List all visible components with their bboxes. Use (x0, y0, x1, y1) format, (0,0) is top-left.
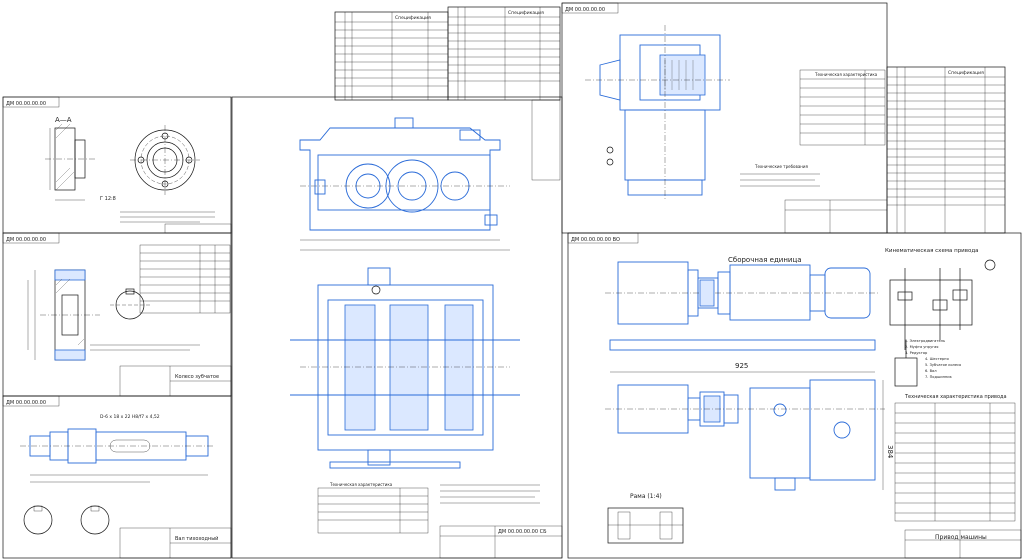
sheet-spec-2: Спецификация (447, 6, 561, 101)
sheet-gear: ДМ 00.00.00.00 (2, 232, 232, 397)
flange-note: Г 12:8 (100, 196, 116, 202)
kinematic-legend: 1. Электродвигатель 2. Муфта упругая 3. … (905, 339, 961, 379)
reducer-code: ДМ 00.00.00.00 СБ (498, 529, 547, 535)
reducer-title-block: ДМ 00.00.00.00 СБ (439, 525, 563, 559)
spec-3-title: Спецификация (948, 70, 984, 76)
spline-spec: D-6 x 18 x 22 H8/f7 x 4,52 (100, 414, 160, 420)
section-label: А—А (55, 116, 72, 124)
drive-elevation-view (605, 261, 880, 351)
sheet-drive: ДМ 00.00.00.00 ВО Сборочная единица Кине… (567, 232, 1022, 559)
shaft-title-block: Вал тихоходный (119, 527, 232, 559)
assembly-label: Сборочная единица (728, 256, 802, 264)
coupling-tech-table: Техническая характеристика (799, 69, 886, 146)
gear-keyway-view (110, 288, 150, 320)
drive-plan-view (605, 379, 885, 491)
legend-item-5: 5. Зубчатое колесо (925, 363, 961, 367)
dimension-384: 384 (886, 445, 894, 459)
sheet-flange: ДМ 00.00.00.00 А—А Г 12:8 (2, 96, 232, 234)
drive-stamp-title: Привод машины (935, 534, 987, 541)
drive-title-block: Привод машины (904, 529, 1022, 559)
gear-parameters-table (139, 244, 231, 314)
reducer-front-view (299, 117, 510, 251)
coupling-requirements-title: Технические требования (754, 164, 809, 169)
sheet-flange-code: ДМ 00.00.00.00 (6, 101, 46, 107)
legend-item-4: 4. Шестерня (925, 357, 949, 361)
reducer-table-title: Техническая характеристика (329, 482, 393, 487)
sheet-spec-3: Спецификация (886, 66, 1006, 234)
gear-section-view (27, 269, 100, 361)
coupling-code: ДМ 00.00.00.00 (565, 7, 605, 13)
shaft-section-views (23, 505, 110, 535)
legend-item-3: 3. Редуктор (905, 351, 928, 355)
shaft-title: Вал тихоходный (175, 535, 218, 542)
sheet-gear-code: ДМ 00.00.00.00 (6, 237, 46, 243)
legend-item-7: 7. Подшипник (925, 375, 953, 379)
gear-title: Колесо зубчатое (175, 374, 219, 380)
legend-item-2: 2. Муфта упругая (905, 345, 938, 349)
sheet-shaft-code: ДМ 00.00.00.00 (6, 400, 46, 406)
drive-tech-table (894, 402, 1016, 522)
spec-1-title: Спецификация (395, 15, 431, 21)
spec-2-title: Спецификация (508, 10, 544, 16)
coupling-assembly-view (585, 25, 730, 200)
drive-code: ДМ 00.00.00.00 ВО (571, 237, 620, 243)
dimension-925: 925 (735, 362, 748, 370)
flange-side-view (45, 123, 95, 201)
shaft-profile (20, 428, 215, 483)
coupling-table-title: Техническая характеристика (814, 72, 878, 77)
kinematic-label: Кинематическая схема привода (885, 248, 979, 254)
legend-item-6: 6. Вал (925, 369, 937, 373)
drive-tech-title: Техническая характеристика привода (904, 394, 1007, 400)
kinematic-scheme (889, 259, 996, 387)
sheet-shaft: ДМ 00.00.00.00 D-6 x 18 x 22 H8/f7 x 4,5… (2, 395, 232, 559)
flange-front-view (130, 125, 200, 195)
reducer-section-view (290, 267, 520, 469)
sheet-reducer: Техническая характеристика ДМ 00.00.00.0… (231, 96, 563, 559)
frame-label: Рама (1:4) (630, 493, 662, 500)
reducer-tech-table: Техническая характеристика (317, 482, 429, 534)
legend-item-1: 1. Электродвигатель (905, 339, 945, 343)
frame-view (607, 507, 684, 544)
